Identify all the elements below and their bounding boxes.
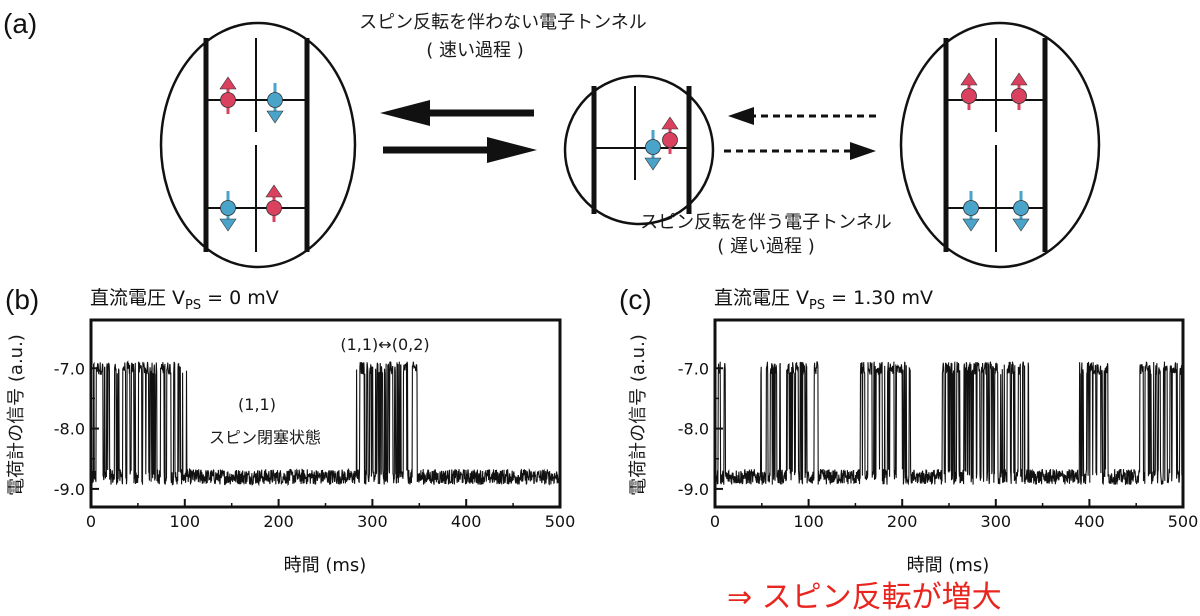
x-tick-label: 0 [86, 512, 96, 531]
panel-b-label: (b) [5, 284, 39, 315]
bottom-caption: スピン反転を伴う電子トンネル [640, 212, 892, 233]
y-tick-label: -7.0 [678, 359, 709, 378]
state-left-diagram [159, 21, 357, 269]
spin-up-electron [960, 72, 978, 110]
x-tick-label: 200 [887, 512, 918, 531]
signal-trace [90, 360, 561, 487]
spin-up-electron [661, 116, 679, 154]
spin-up-electron [1010, 72, 1028, 110]
panel-b-ylabel: 電荷計の信号 (a.u.) [6, 334, 27, 496]
y-tick-label: -9.0 [678, 480, 709, 499]
panel-c-xlabel: 時間 (ms) [907, 555, 990, 576]
x-tick-label: 100 [170, 512, 201, 531]
spin-down-electron [962, 191, 980, 232]
spin-down-electron [1012, 191, 1030, 232]
x-tick-label: 300 [357, 512, 388, 531]
x-tick-label: 400 [451, 512, 482, 531]
bottom-caption-sub: ( 遅い過程 ) [717, 236, 815, 257]
top-caption-sub: ( 速い過程 ) [426, 40, 524, 61]
x-tick-label: 400 [1074, 512, 1105, 531]
y-tick-label: -8.0 [678, 420, 709, 439]
conclusion-note: ⇒ スピン反転が増大 [727, 580, 1002, 615]
panel-b-header: 直流電圧 VPS = 0 mV [90, 287, 279, 313]
spin-down-electron [644, 130, 662, 171]
panel-c-label: (c) [619, 284, 652, 315]
spin-electrons [219, 72, 1030, 232]
slow-process-arrows [724, 107, 876, 160]
y-tick-label: -7.0 [54, 359, 85, 378]
fast-process-arrows [380, 100, 537, 163]
panel-c-header: 直流電圧 VPS = 1.30 mV [714, 287, 933, 313]
panel-c-ylabel: 電荷計の信号 (a.u.) [628, 334, 649, 496]
x-tick-label: 300 [981, 512, 1012, 531]
annotation-state: (1,1) [238, 395, 276, 414]
state-center-diagram [563, 74, 715, 226]
x-tick-label: 200 [263, 512, 294, 531]
panel-a: (a) スピン反転を伴わない電子トンネル ( 速い過程 ) スピン反転を伴う電子… [3, 8, 1101, 269]
spin-down-electron [266, 83, 284, 124]
x-tick-label: 100 [793, 512, 824, 531]
plot-c: 0 100 200 300 400 500 -7.0 -8.0 -9.0 [678, 318, 1199, 531]
spin-up-electron [265, 184, 283, 222]
panel-c: (c) 直流電圧 VPS = 1.30 mV 電荷計の信号 (a.u.) 時間 … [619, 284, 1198, 576]
panel-a-label: (a) [3, 8, 37, 39]
spin-up-electron [219, 76, 237, 114]
x-tick-label: 500 [1168, 512, 1199, 531]
annotation-transition: (1,1)↔(0,2) [340, 335, 429, 354]
y-tick-label: -9.0 [54, 480, 85, 499]
plot-b: 0 100 200 300 400 500 -7.0 -8.0 -9.0 [54, 318, 576, 531]
spin-down-electron [219, 191, 237, 232]
state-right-diagram [899, 21, 1101, 269]
signal-trace [714, 361, 1184, 486]
y-tick-label: -8.0 [54, 420, 85, 439]
panel-b: (b) 直流電圧 VPS = 0 mV 電荷計の信号 (a.u.) 時間 (ms… [5, 284, 575, 576]
x-tick-label: 500 [545, 512, 576, 531]
annotation-blockade: スピン閉塞状態 [209, 428, 321, 447]
panel-b-xlabel: 時間 (ms) [284, 555, 367, 576]
x-tick-label: 0 [710, 512, 720, 531]
top-caption: スピン反転を伴わない電子トンネル [359, 12, 647, 33]
